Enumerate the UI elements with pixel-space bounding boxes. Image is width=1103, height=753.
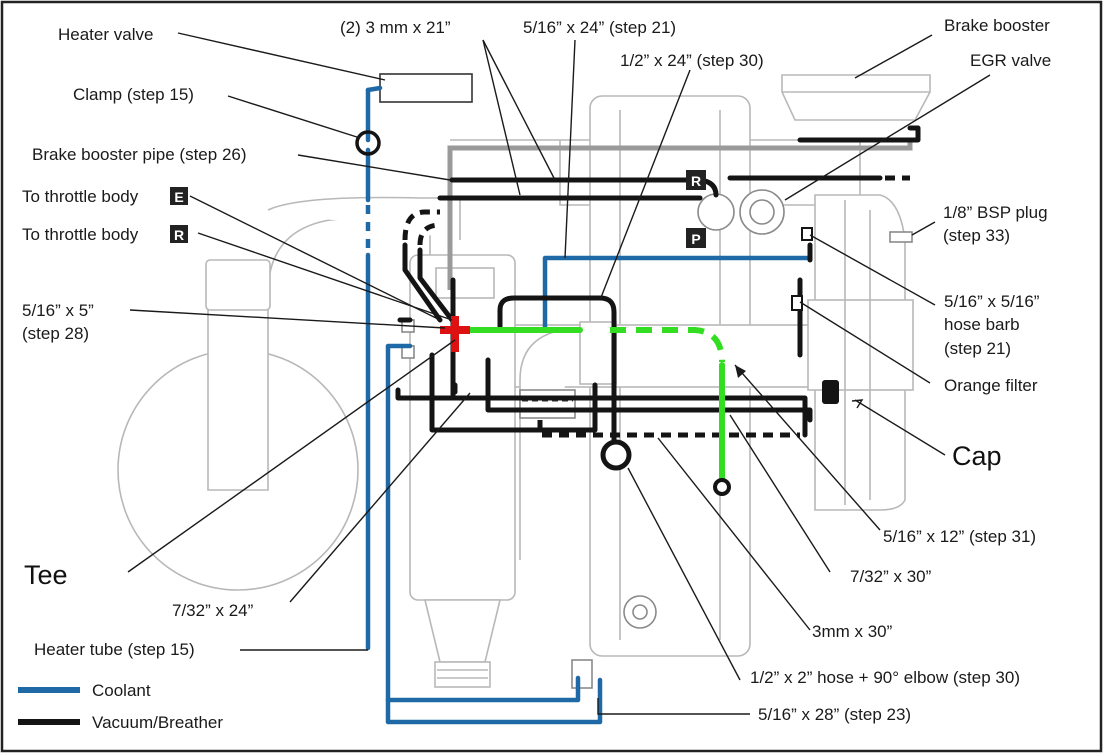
- label-orange-filter: Orange filter: [944, 376, 1038, 395]
- label-egr-valve: EGR valve: [970, 51, 1051, 70]
- brake-booster-pipe: [447, 140, 913, 290]
- egr-valve-inner: [749, 199, 775, 225]
- badge-p: P: [691, 231, 700, 247]
- to-throttle-body-r: [417, 247, 455, 323]
- label-elbow: 1/2” x 2” hose + 90° elbow (step 30): [750, 668, 1020, 687]
- labels: Heater valve Clamp (step 15) Brake boost…: [22, 16, 1051, 724]
- label-3mmx30: 3mm x 30”: [812, 622, 893, 641]
- label-7-32x30: 7/32” x 30”: [850, 567, 932, 586]
- label-cap: Cap: [952, 441, 1002, 471]
- port-badges: E R R P: [170, 170, 706, 248]
- label-brake-booster: Brake booster: [944, 16, 1050, 35]
- label-hose-barb-1: 5/16” x 5/16”: [944, 292, 1040, 311]
- badge-e-bg: [170, 187, 188, 205]
- bottom-fitting: [571, 659, 593, 689]
- red-tee: [440, 316, 470, 352]
- coolant-bottom-hose: [385, 675, 581, 703]
- bsp-plug-part: [889, 231, 913, 243]
- badge-r: R: [691, 173, 701, 189]
- to-throttle-body-e: [402, 242, 443, 323]
- intake-coupler: [205, 259, 271, 311]
- label-brake-booster-pipe: Brake booster pipe (step 26): [32, 145, 247, 164]
- label-5-16x24: 5/16” x 24” (step 21): [523, 18, 676, 37]
- coolant-return-hose: [385, 343, 603, 725]
- brake-booster-part: [781, 74, 931, 121]
- green-hose-hidden: [610, 327, 725, 363]
- label-bsp-plug-1: 1/8” BSP plug: [943, 203, 1048, 222]
- label-throttle-r: To throttle body: [22, 225, 139, 244]
- intake-top-pipe: [267, 196, 461, 240]
- clamp-ring: [355, 130, 381, 156]
- half-inch-hose-loop: [497, 295, 617, 451]
- leader-lines: [127, 32, 991, 715]
- heater-valve-part: [379, 73, 473, 103]
- coupler-block: [519, 389, 576, 419]
- vacuum-hoses: [395, 125, 921, 471]
- label-clamp: Clamp (step 15): [73, 85, 194, 104]
- throttle-hose-hidden-1: [402, 209, 440, 241]
- badge-r-bg: [686, 170, 706, 190]
- coolant-hoses: [365, 85, 813, 725]
- badge-r-left-bg: [170, 225, 188, 243]
- label-hose-barb-2: hose barb: [944, 315, 1020, 334]
- turbo-band: [807, 299, 914, 391]
- label-5-16x28: 5/16” x 28” (step 23): [758, 705, 911, 724]
- badge-e: E: [174, 189, 183, 205]
- label-5-16x5-line2: (step 28): [22, 324, 89, 343]
- elbow-fitting: [600, 439, 632, 471]
- label-heater-valve: Heater valve: [58, 25, 153, 44]
- canister-base: [434, 661, 491, 688]
- canister-top: [435, 267, 495, 299]
- label-1-2x24: 1/2” x 24” (step 30): [620, 51, 764, 70]
- badge-p-bg: [686, 228, 706, 248]
- label-throttle-e: To throttle body: [22, 187, 139, 206]
- label-tee: Tee: [24, 560, 68, 590]
- hose-7-32x30: [485, 357, 813, 423]
- hose-hidden-lower: [537, 420, 800, 438]
- legend: Coolant Vacuum/Breather: [18, 681, 223, 732]
- legend-label-coolant: Coolant: [92, 681, 151, 700]
- label-5-16x5-line1: 5/16” x 5”: [22, 301, 94, 320]
- label-5-16x12: 5/16” x 12” (step 31): [883, 527, 1036, 546]
- hose-barb-part: [801, 227, 813, 241]
- oil-cap-center: [632, 604, 648, 620]
- badge-r-left: R: [174, 227, 184, 243]
- throttle-hose-hidden-2: [417, 222, 441, 246]
- green-hose-end: [713, 478, 731, 496]
- brake-booster-hose: [797, 125, 921, 143]
- coolant-upper-hose: [542, 255, 813, 333]
- label-bsp-plug-2: (step 33): [943, 226, 1010, 245]
- label-2x3mm-x21: (2) 3 mm x 21”: [340, 18, 451, 37]
- label-heater-tube: Heater tube (step 15): [34, 640, 195, 659]
- rp-port: [697, 193, 735, 231]
- label-hose-barb-3: (step 21): [944, 339, 1011, 358]
- legend-label-vacuum: Vacuum/Breather: [92, 713, 223, 732]
- cap-part: [822, 380, 839, 404]
- hose-3mmx30: [395, 387, 808, 438]
- label-7-32x24: 7/32” x 24”: [172, 601, 254, 620]
- engine-parts: [117, 73, 931, 689]
